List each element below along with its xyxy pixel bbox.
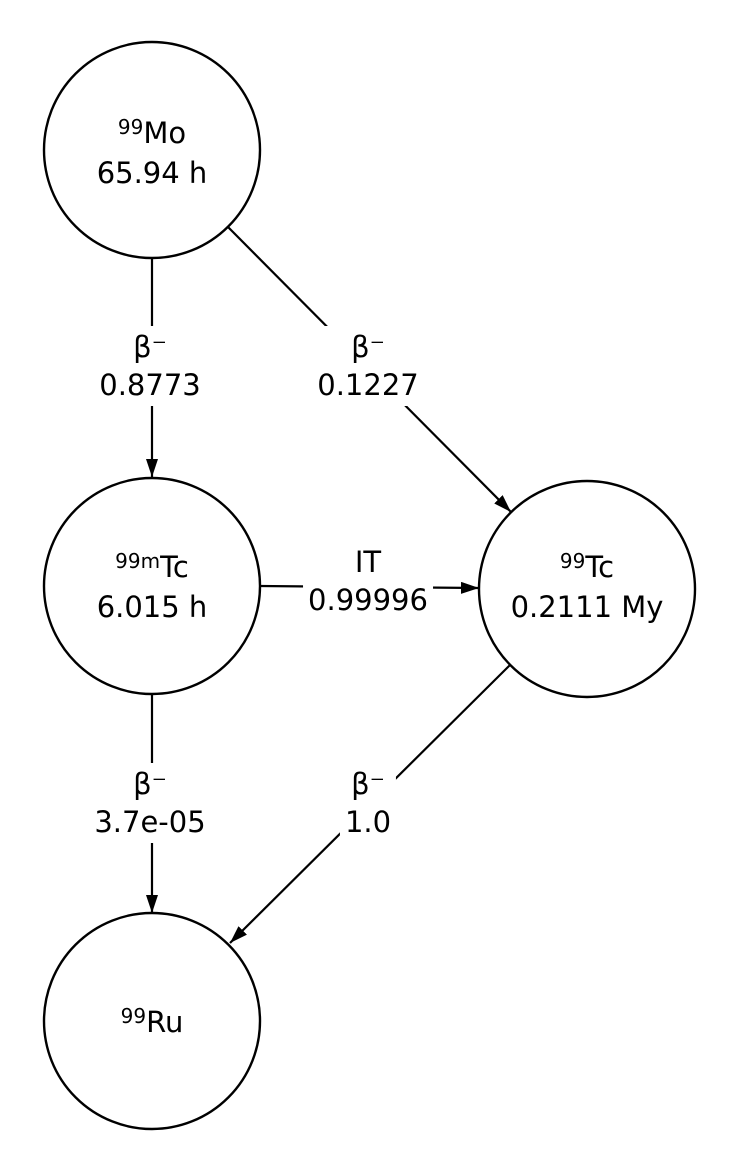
nuclide-tc99: 99Tc: [511, 541, 664, 587]
edge-label-mo99-tc99: β⁻ 0.1227: [312, 326, 424, 406]
element-symbol: Mo: [143, 116, 187, 150]
decay-mode: β⁻: [133, 330, 167, 364]
node-tc99m-circle: [42, 476, 262, 696]
nuclide-mo99: 99Mo: [97, 107, 208, 153]
branching-ratio: 0.8773: [99, 368, 201, 402]
decay-mode: IT: [354, 545, 382, 579]
mass-number: 99: [117, 115, 144, 139]
nuclide-ru99: 99Ru: [121, 996, 184, 1042]
branching-ratio: 3.7e-05: [94, 805, 206, 839]
decay-mode: β⁻: [351, 767, 385, 801]
edge-label-mo99-tc99m: β⁻ 0.8773: [94, 326, 206, 406]
element-symbol: Tc: [585, 550, 615, 584]
node-tc99-circle: [477, 479, 697, 699]
edge-label-tc99m-ru99: β⁻ 3.7e-05: [89, 763, 211, 843]
decay-mode: β⁻: [351, 330, 385, 364]
node-label-tc99: 99Tc 0.2111 My: [511, 541, 664, 627]
branching-ratio: 1.0: [344, 805, 392, 839]
element-symbol: Tc: [160, 550, 189, 584]
edge-label-tc99-ru99: β⁻ 1.0: [339, 763, 397, 843]
element-symbol: Ru: [146, 1005, 184, 1039]
node-label-tc99m: 99mTc 6.015 h: [97, 541, 208, 627]
node-label-mo99: 99Mo 65.94 h: [97, 107, 208, 193]
mass-number: 99: [559, 549, 586, 573]
node-ru99-circle: [42, 911, 262, 1131]
half-life-mo99: 65.94 h: [96, 156, 208, 190]
edge-label-tc99m-tc99: IT 0.99996: [303, 541, 433, 621]
decay-mode: β⁻: [133, 767, 167, 801]
node-label-ru99: 99Ru: [121, 996, 184, 1042]
half-life-tc99m: 6.015 h: [96, 590, 208, 624]
mass-number: 99: [120, 1004, 147, 1028]
branching-ratio: 0.1227: [317, 368, 419, 402]
node-mo99-circle: [42, 40, 262, 260]
branching-ratio: 0.99996: [308, 583, 428, 617]
nuclide-tc99m: 99mTc: [97, 541, 208, 587]
mass-number: 99m: [115, 549, 161, 573]
half-life-tc99: 0.2111 My: [510, 590, 664, 624]
